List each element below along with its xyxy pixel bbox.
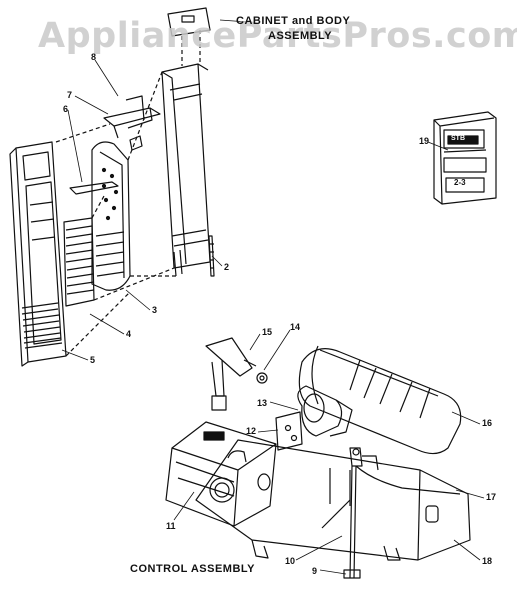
callout-16: 16 (482, 418, 493, 428)
callout-10: 10 (285, 556, 296, 566)
callout-17: 17 (486, 492, 497, 502)
callout-5: 5 (90, 355, 96, 365)
blower-housing-part-16 (299, 346, 460, 454)
gas-valve-strip-part-2 (209, 236, 214, 276)
callout-7: 7 (67, 90, 73, 100)
callout-13: 13 (257, 398, 268, 408)
nut-part-14 (257, 373, 267, 383)
grille-part-4 (64, 218, 94, 306)
base-plate-part-18 (196, 440, 470, 560)
pilot-line-parts-9-10 (322, 466, 360, 578)
cabinet-frame (162, 8, 210, 276)
baffle-part-6 (70, 182, 118, 194)
cabinet-title-line1: CABINET and BODY (236, 15, 351, 27)
motor-part-13 (298, 386, 352, 436)
control-assembly-title: CONTROL ASSEMBLY (130, 563, 255, 575)
leader-lines (62, 20, 484, 574)
callout-4: 4 (126, 329, 132, 339)
callout-14: 14 (290, 322, 301, 332)
explosion-lines (56, 30, 200, 356)
front-panel-part-5 (10, 142, 66, 366)
callout-11: 11 (166, 521, 176, 531)
callout-3: 3 (152, 305, 158, 315)
elbow-fitting-part-15 (206, 338, 256, 410)
bracket-parts-7-8 (104, 96, 160, 150)
callout-6: 6 (63, 104, 69, 114)
bracket-part-12 (276, 412, 302, 450)
callout-19: 19 (419, 136, 430, 146)
callout-2: 2 (224, 262, 230, 272)
callout-15: 15 (262, 327, 273, 337)
inner-panel-part-3 (92, 142, 130, 290)
thermocouple-part-17 (350, 448, 460, 494)
thermostat-display-bottom: 2-3 (454, 178, 466, 187)
thermostat-display-top: STB (451, 135, 465, 142)
callout-18: 18 (482, 556, 493, 566)
callout-12: 12 (246, 426, 257, 436)
cabinet-title-line2: ASSEMBLY (268, 30, 333, 42)
callout-9: 9 (312, 566, 318, 576)
thermostat-part-19 (434, 112, 496, 204)
callout-8: 8 (91, 52, 97, 62)
gas-control-valve-part-11 (166, 422, 276, 526)
